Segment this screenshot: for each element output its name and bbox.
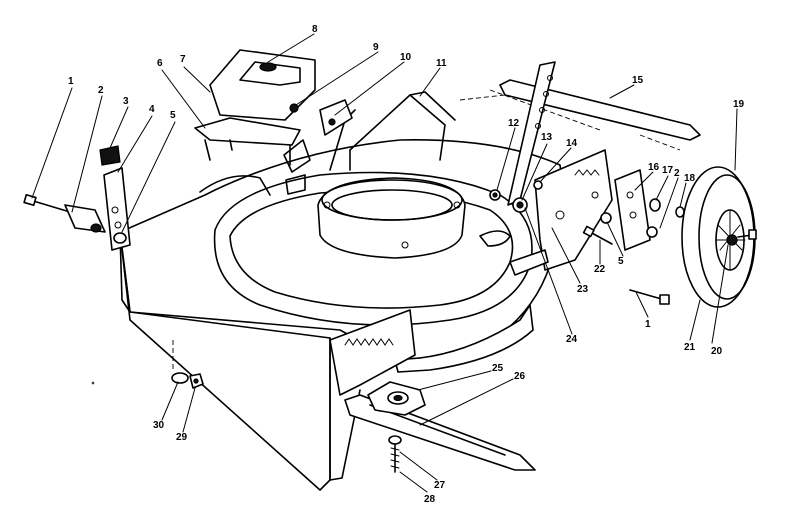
callout-7: 7 [180, 54, 186, 65]
callout-19: 19 [733, 99, 745, 110]
callout-1: 1 [68, 76, 74, 87]
height-adjust-lever [489, 61, 556, 213]
chute-door [194, 49, 316, 166]
callout-4: 4 [149, 104, 155, 115]
callout-28: 28 [424, 494, 436, 505]
callout-24: 24 [566, 334, 578, 345]
callout-30: 30 [153, 420, 165, 431]
callout-8: 8 [312, 24, 318, 35]
leader-lines [31, 33, 738, 493]
blade-assembly [344, 381, 536, 473]
callout-27: 27 [434, 480, 446, 491]
callout-2b: 2 [674, 168, 680, 179]
callout-14: 14 [566, 138, 578, 149]
left-axle-assembly [23, 145, 131, 251]
callout-12: 12 [508, 118, 520, 129]
callout-23: 23 [577, 284, 589, 295]
wheel [681, 166, 757, 308]
rear-flap [459, 79, 701, 151]
callout-9: 9 [373, 42, 379, 53]
callout-21: 21 [684, 342, 696, 353]
deck-housing [91, 91, 613, 491]
callout-5: 5 [170, 110, 176, 121]
callout-2: 2 [98, 85, 104, 96]
latch-parts [283, 99, 353, 195]
callout-22: 22 [594, 264, 606, 275]
callout-10: 10 [400, 52, 412, 63]
washer-and-nut [171, 340, 204, 389]
callout-16: 16 [648, 162, 660, 173]
callout-15: 15 [632, 75, 644, 86]
callout-1b: 1 [645, 319, 651, 330]
callout-numbers: 1 2 3 4 5 6 7 8 9 10 11 12 13 14 15 16 1… [68, 24, 745, 505]
callout-6: 6 [157, 58, 163, 69]
callout-20: 20 [711, 346, 723, 357]
callout-18: 18 [684, 173, 696, 184]
callout-11: 11 [436, 58, 447, 69]
callout-17: 17 [662, 165, 674, 176]
callout-13: 13 [541, 132, 553, 143]
callout-26: 26 [514, 371, 526, 382]
callout-5b: 5 [618, 256, 624, 267]
callout-25: 25 [492, 363, 504, 374]
callout-3: 3 [123, 96, 129, 107]
callout-29: 29 [176, 432, 188, 443]
